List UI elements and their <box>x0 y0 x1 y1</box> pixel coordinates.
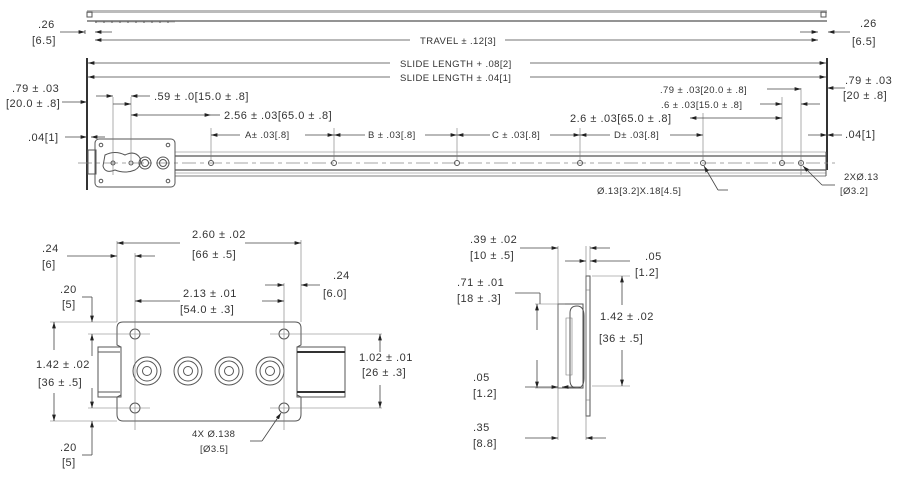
bracket-left-tab <box>97 346 122 398</box>
hole-26-label: 2.6 ± .03[65.0 ± .8] <box>570 113 672 125</box>
thickness-top-metric: [1.2] <box>635 267 659 279</box>
hole-6-label: .6 ± .03[15.0 ± .8] <box>661 100 742 111</box>
hole-callout-value: 2XØ.13 <box>844 172 879 183</box>
bottom-inset-metric: [5] <box>62 457 76 469</box>
right-end-stop <box>820 11 827 18</box>
pitch-a-label: A± .03[.8] <box>245 130 290 141</box>
rail-hole <box>779 160 785 166</box>
thickness-bottom-metric: [1.2] <box>473 388 497 400</box>
hole-059-label: .59 ± .0[15.0 ± .8] <box>154 91 249 103</box>
width-overall-value: 2.60 ± .02 <box>192 229 246 241</box>
left-end-stop <box>86 11 93 18</box>
right-inset-metric: [6.0] <box>323 288 347 300</box>
bracket-view: 2.60 ± .02 [66 ± .5] .24 [6] 2.13 ± .01 … <box>36 229 413 469</box>
rail-hole <box>700 160 706 166</box>
end-view: .39 ± .02 [10 ± .5] .05 [1.2] .71 ± .01 … <box>457 234 662 450</box>
slot-callout: Ø.13[3.2]X.18[4.5] <box>597 186 681 197</box>
hole-spacing-metric: [54.0 ± .3] <box>180 304 234 316</box>
height-overall-value: 1.42 ± .02 <box>36 359 90 371</box>
left-gap-label: .04[1] <box>28 132 59 144</box>
total-width-value: .35 <box>473 422 490 434</box>
end-rail-profile <box>585 275 591 417</box>
rail-hole <box>331 160 337 166</box>
mounting-slot <box>102 152 141 173</box>
travel-dimension: TRAVEL ± .12[3] <box>420 36 496 47</box>
pitch-d-label: D± .03[.8] <box>614 130 659 141</box>
height-value: 1.42 ± .02 <box>600 311 654 323</box>
pitch-b-label: B ± .03[.8] <box>368 130 416 141</box>
height-overall-metric: [36 ± .5] <box>38 377 82 389</box>
left-inset-metric: [6] <box>42 259 56 271</box>
right-offset-metric: [6.5] <box>852 36 876 48</box>
right-edge-value: .79 ± .03 <box>845 75 892 87</box>
right-edge-metric: [20 ± .8] <box>843 90 887 102</box>
pitch-c-label: C ± .03[.8] <box>492 130 540 141</box>
bracket-hole-callout-metric: [Ø3.5] <box>200 444 228 455</box>
bracket-hole-callout-value: 4X Ø.138 <box>192 429 235 440</box>
bracket-bosses <box>132 356 285 386</box>
width-overall-metric: [66 ± .5] <box>192 249 236 261</box>
left-edge-metric: [20.0 ± .8] <box>6 98 60 110</box>
left-edge-value: .79 ± .03 <box>12 83 59 95</box>
hole-callout-metric: [Ø3.2] <box>840 186 868 197</box>
depth-metric: [10 ± .5] <box>470 250 514 262</box>
top-inset-value: .20 <box>60 284 77 296</box>
rail-hole <box>577 160 583 166</box>
top-inset-metric: [5] <box>62 299 76 311</box>
hole-256-label: 2.56 ± .03[65.0 ± .8] <box>224 110 332 122</box>
hole-spacing-value: 2.13 ± .01 <box>183 288 237 300</box>
height-metric: [36 ± .5] <box>599 333 643 345</box>
right-inset-value: .24 <box>333 270 350 282</box>
hole-79-label: .79 ± .03[20.0 ± .8] <box>660 85 747 96</box>
rail-hole <box>454 160 460 166</box>
top-rail-outer <box>87 10 827 13</box>
slide-length-plus: SLIDE LENGTH + .08[2] <box>400 59 512 70</box>
offset-metric: [18 ± .3] <box>457 293 501 305</box>
left-offset-value: .26 <box>38 19 55 31</box>
bracket-plate <box>116 321 302 422</box>
total-width-metric: [8.8] <box>473 438 497 450</box>
thickness-bottom-value: .05 <box>473 372 490 384</box>
hole-vertical-value: 1.02 ± .01 <box>359 352 413 364</box>
thickness-top-value: .05 <box>645 251 662 263</box>
right-offset-value: .26 <box>860 18 877 30</box>
hole-vertical-metric: [26 ± .3] <box>362 367 406 379</box>
top-view: .26 [6.5] .26 [6.5] TRAVEL ± .12[3] SLID… <box>32 10 877 84</box>
side-bracket <box>94 138 176 188</box>
left-offset-metric: [6.5] <box>32 35 56 47</box>
left-inset-value: .24 <box>42 243 59 255</box>
offset-value: .71 ± .01 <box>457 277 504 289</box>
rail-hole <box>208 160 214 166</box>
depth-value: .39 ± .02 <box>470 234 517 246</box>
slide-length-tolerance: SLIDE LENGTH ± .04[1] <box>400 73 511 84</box>
bottom-inset-value: .20 <box>60 442 77 454</box>
bracket-right-tab <box>296 346 346 398</box>
side-view: .79 ± .03 [20.0 ± .8] .04[1] .59 ± .0[15… <box>6 58 892 197</box>
right-gap-label: .04[1] <box>845 129 876 141</box>
